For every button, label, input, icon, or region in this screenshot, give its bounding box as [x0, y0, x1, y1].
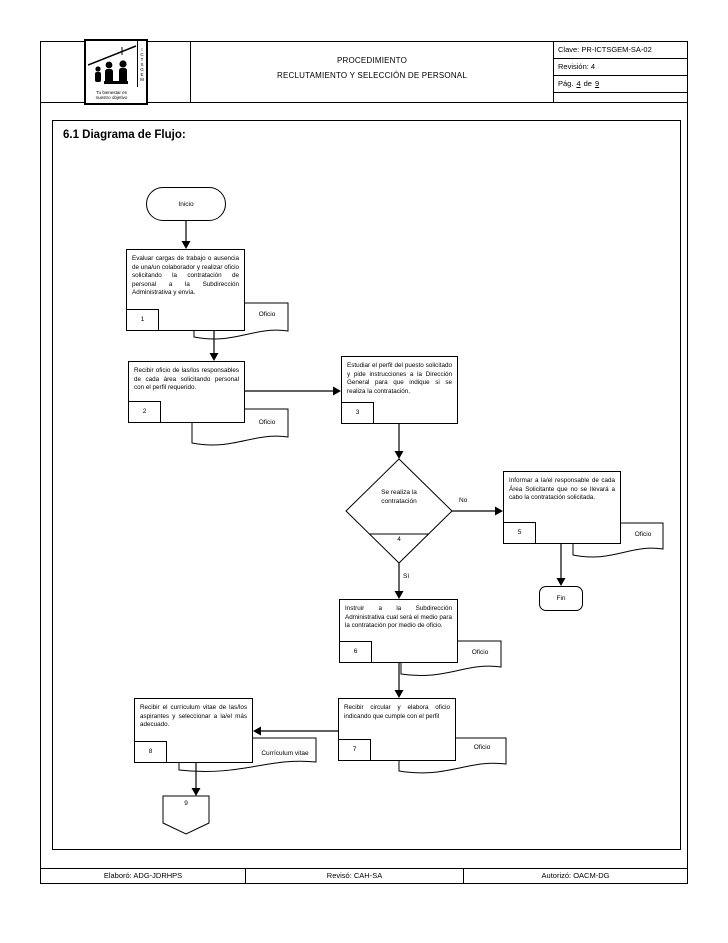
flowchart-frame: 6.1 Diagrama de Flujo: Inicio Fin Evalua… — [52, 120, 681, 850]
footer-elaboro: Elaboró: ADG-JDRHPS — [41, 869, 246, 883]
process-box-6: Instruir a la Subdirección Administrativ… — [339, 599, 458, 663]
page-separator: de — [583, 79, 592, 88]
start-terminator: Inicio — [146, 187, 226, 221]
branch-label-no: No — [459, 497, 468, 504]
step-number-3: 3 — [342, 402, 374, 423]
process-box-3: Estudiar el perfil del puesto solicitado… — [341, 356, 458, 424]
step-number-2: 2 — [129, 401, 161, 422]
page-current: 4 — [576, 79, 581, 88]
document-label-oficio-1: Oficio — [258, 311, 276, 318]
step-number-6: 6 — [340, 641, 372, 662]
footer-reviso: Revisó: CAH-SA — [246, 869, 464, 883]
process-text-1: Evaluar cargas de trabajo o ausencia de … — [132, 255, 239, 297]
process-text-7: Recibir circular y elabora oficio indica… — [344, 704, 450, 720]
offpage-connector-number: 9 — [184, 800, 188, 807]
step-number-5: 5 — [504, 522, 536, 543]
end-terminator: Fin — [539, 586, 583, 611]
document-header: ICTSGEM Tu bienestar es nuestro objetivo… — [40, 39, 688, 105]
process-text-8: Recibir el currículum vitae de las/los a… — [140, 704, 247, 729]
logo-cell: ICTSGEM Tu bienestar es nuestro objetivo — [41, 39, 191, 105]
section-title: 6.1 Diagrama de Flujo: — [63, 129, 186, 141]
header-meta-cell: Clave: PR-ICTSGEM-SA-02 Revisión: 4 Pág.… — [554, 42, 687, 102]
doc-revision: Revisión: 4 — [554, 59, 687, 76]
step-number-8: 8 — [135, 741, 167, 762]
document-footer: Elaboró: ADG-JDRHPS Revisó: CAH-SA Autor… — [40, 868, 688, 884]
logo-side-text: ICTSGEM — [136, 41, 146, 87]
footer-autorizo: Autorizó: OACM-DG — [541, 871, 610, 880]
doc-page-number: Pág. 4 de 9 — [554, 76, 687, 93]
process-box-7: Recibir circular y elabora oficio indica… — [338, 698, 456, 761]
procedure-label: PROCEDIMIENTO — [336, 56, 407, 65]
step-number-4: 4 — [397, 536, 401, 543]
header-title-cell: PROCEDIMIENTO RECLUTAMIENTO Y SELECCIÓN … — [191, 42, 554, 102]
logo-people-icon — [87, 45, 136, 84]
process-text-2: Recibir oficio de las/los responsables d… — [134, 367, 239, 392]
step-number-1: 1 — [127, 309, 159, 330]
document-label-oficio-5: Oficio — [634, 531, 652, 538]
page-prefix: Pág. — [558, 79, 574, 88]
doc-key: Clave: PR-ICTSGEM-SA-02 — [554, 42, 687, 59]
decision-question: Se realiza la contratación — [381, 489, 417, 505]
process-text-5: Informar a la/el responsable de cada Áre… — [509, 477, 615, 502]
process-text-3: Estudiar el perfil del puesto solicitado… — [347, 362, 452, 395]
process-box-5: Informar a la/el responsable de cada Áre… — [503, 471, 621, 544]
process-box-8: Recibir el currículum vitae de las/los a… — [134, 698, 253, 763]
process-box-1: Evaluar cargas de trabajo o ausencia de … — [126, 249, 245, 331]
step-number-7: 7 — [339, 739, 371, 760]
document-label-oficio-7: Oficio — [473, 744, 491, 751]
process-box-2: Recibir oficio de las/los responsables d… — [128, 361, 245, 423]
document-label-curriculum: Currículum vitae — [261, 750, 309, 757]
branch-label-yes: Sí — [403, 573, 410, 580]
document-label-oficio-2: Oficio — [258, 419, 276, 426]
document-label-oficio-6: Oficio — [471, 649, 489, 656]
process-text-6: Instruir a la Subdirección Administrativ… — [345, 605, 452, 630]
institution-logo: ICTSGEM Tu bienestar es nuestro objetivo — [83, 39, 148, 105]
logo-caption: Tu bienestar es nuestro objetivo — [95, 90, 128, 100]
procedure-title: RECLUTAMIENTO Y SELECCIÓN DE PERSONAL — [277, 71, 467, 80]
page-total: 9 — [594, 79, 600, 88]
